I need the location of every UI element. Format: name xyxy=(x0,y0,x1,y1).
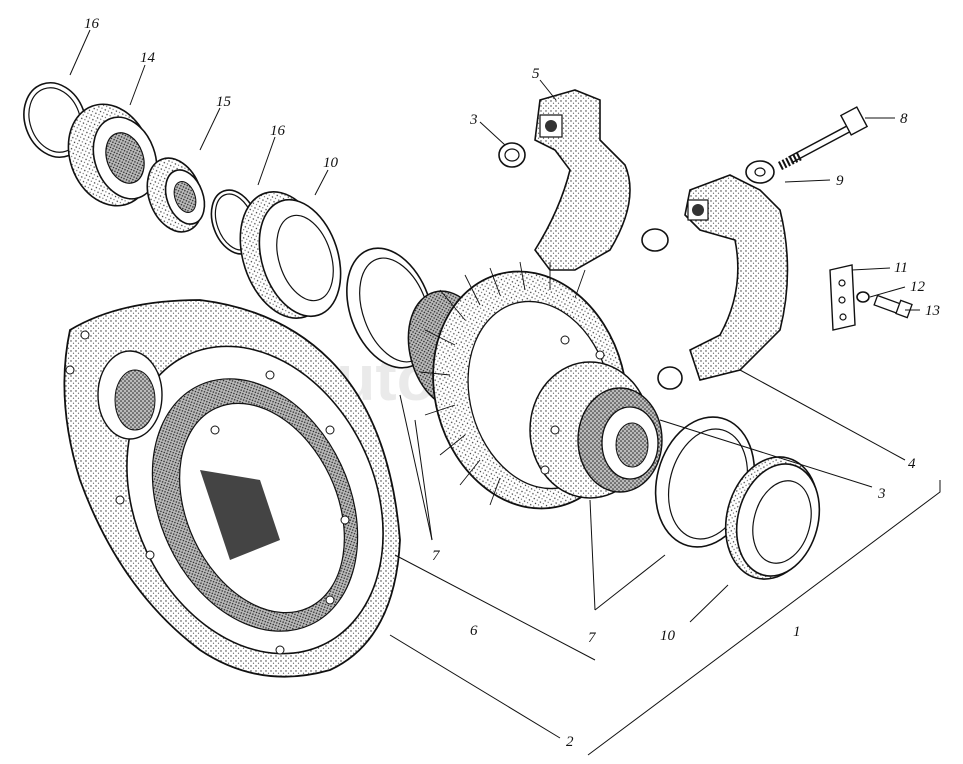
label-11: 11 xyxy=(894,260,908,276)
part-12-washer xyxy=(856,291,870,303)
label-7b: 7 xyxy=(588,630,597,646)
part-3-bushing xyxy=(498,142,526,168)
label-2: 2 xyxy=(566,734,574,750)
label-13: 13 xyxy=(925,303,940,319)
part-15-spline-gear xyxy=(146,157,206,233)
part-14-coupling-sleeve xyxy=(67,103,158,207)
label-3a: 3 xyxy=(469,112,478,128)
part-8-bolt xyxy=(777,106,869,171)
part-9-washer xyxy=(745,160,775,184)
part-2-housing xyxy=(63,299,401,678)
label-14: 14 xyxy=(140,50,156,66)
label-12: 12 xyxy=(910,279,926,295)
label-10a: 10 xyxy=(323,155,339,171)
label-4: 4 xyxy=(908,456,916,472)
part-labels: 16 14 15 16 10 5 3 8 9 11 12 13 4 3 7 6 … xyxy=(84,16,940,750)
leader-lines xyxy=(69,29,941,756)
label-7a: 7 xyxy=(432,548,441,564)
label-1: 1 xyxy=(793,624,801,640)
part-5-bearing-cap xyxy=(534,89,631,271)
part-10-adjusting-nut-2 xyxy=(724,456,821,580)
label-15: 15 xyxy=(216,94,232,110)
part-4-bearing-cap xyxy=(641,174,789,390)
label-9: 9 xyxy=(836,173,844,189)
label-8: 8 xyxy=(900,111,908,127)
part-13-bolt xyxy=(873,294,913,319)
label-5: 5 xyxy=(532,66,540,82)
label-10b: 10 xyxy=(660,628,676,644)
differential-assembly xyxy=(407,261,663,510)
part-11-lock-plate xyxy=(829,264,856,331)
label-16b: 16 xyxy=(270,123,286,139)
part-10-adjusting-nut xyxy=(239,191,342,319)
label-3b: 3 xyxy=(877,486,886,502)
label-16a: 16 xyxy=(84,16,100,32)
label-6: 6 xyxy=(470,623,478,639)
